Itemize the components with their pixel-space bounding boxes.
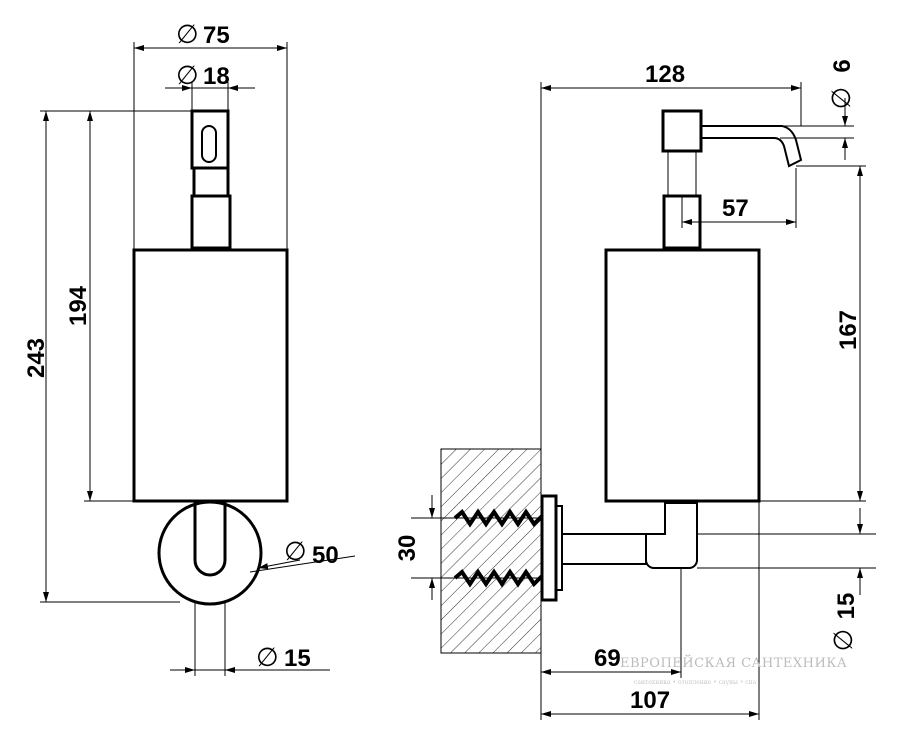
dim-label: 57 bbox=[722, 195, 749, 222]
dim-wall-to-body: 107 bbox=[541, 501, 760, 720]
diameter-symbol: ∅ bbox=[827, 87, 857, 110]
diameter-symbol: ∅ bbox=[176, 20, 199, 50]
wall-section bbox=[440, 448, 542, 654]
pump-neck-side bbox=[667, 149, 697, 197]
watermark-subtitle: сантехника • отопление • сауны • спа bbox=[634, 679, 757, 686]
support-rod bbox=[193, 502, 227, 577]
front-view: ∅ 75 ∅ 18 243 194 bbox=[23, 20, 356, 676]
dim-label: 243 bbox=[23, 338, 50, 378]
dim-label: 50 bbox=[312, 542, 339, 569]
dim-label: 18 bbox=[203, 63, 230, 90]
spout bbox=[701, 125, 803, 168]
screw-lower bbox=[452, 568, 544, 588]
dim-label: 15 bbox=[833, 593, 860, 620]
dim-body-to-bracket: 167 bbox=[759, 165, 866, 502]
watermark: ЕВРОПЕЙСКАЯ САНТЕХНИКА сантехника • отоп… bbox=[620, 654, 847, 686]
wall-flange bbox=[157, 500, 263, 606]
dim-pump-diameter: ∅ 18 bbox=[165, 61, 255, 111]
dim-wall-to-arm: 69 bbox=[540, 568, 682, 720]
pump-head-side bbox=[661, 109, 703, 153]
dim-label: 128 bbox=[645, 61, 685, 88]
dim-label: 30 bbox=[394, 535, 421, 562]
container-body bbox=[132, 248, 289, 503]
dim-spout-reach: 57 bbox=[681, 168, 797, 228]
dim-label: 194 bbox=[65, 285, 92, 326]
watermark-title: ЕВРОПЕЙСКАЯ САНТЕХНИКА bbox=[620, 654, 847, 671]
dim-spout-diameter: ∅ 6 bbox=[780, 59, 857, 160]
dim-arm-diameter: ∅ 15 bbox=[697, 508, 876, 651]
dim-overall-height: 243 bbox=[23, 110, 192, 603]
dim-label: 107 bbox=[630, 687, 670, 714]
arm-elbow bbox=[645, 502, 698, 569]
wall-plate bbox=[540, 494, 558, 602]
dim-body-diameter: ∅ 75 bbox=[133, 20, 288, 250]
pump-neck bbox=[192, 166, 230, 198]
pump-head bbox=[190, 109, 230, 170]
pump-collar bbox=[190, 194, 232, 250]
dim-rod-diameter: ∅ 15 bbox=[170, 602, 330, 676]
diameter-symbol: ∅ bbox=[284, 537, 307, 567]
pump-button bbox=[201, 125, 217, 163]
dim-total-depth: 128 bbox=[540, 61, 802, 449]
dim-screw-spacing: 30 bbox=[394, 495, 452, 600]
diameter-symbol: ∅ bbox=[256, 643, 279, 673]
container-body-side bbox=[604, 248, 761, 503]
dim-label: 15 bbox=[284, 645, 311, 672]
support-arm bbox=[562, 533, 647, 565]
dim-label: 6 bbox=[829, 59, 856, 72]
diameter-symbol: ∅ bbox=[176, 61, 199, 91]
dim-label: 75 bbox=[203, 22, 230, 49]
diameter-symbol: ∅ bbox=[829, 629, 859, 652]
dim-label: 69 bbox=[594, 645, 621, 672]
screw-upper bbox=[452, 508, 544, 528]
dim-body-height: 194 bbox=[65, 110, 134, 502]
dim-flange-diameter: ∅ 50 bbox=[249, 537, 356, 573]
dim-label: 167 bbox=[835, 310, 862, 350]
side-view: 128 ∅ 6 57 167 bbox=[394, 59, 876, 720]
